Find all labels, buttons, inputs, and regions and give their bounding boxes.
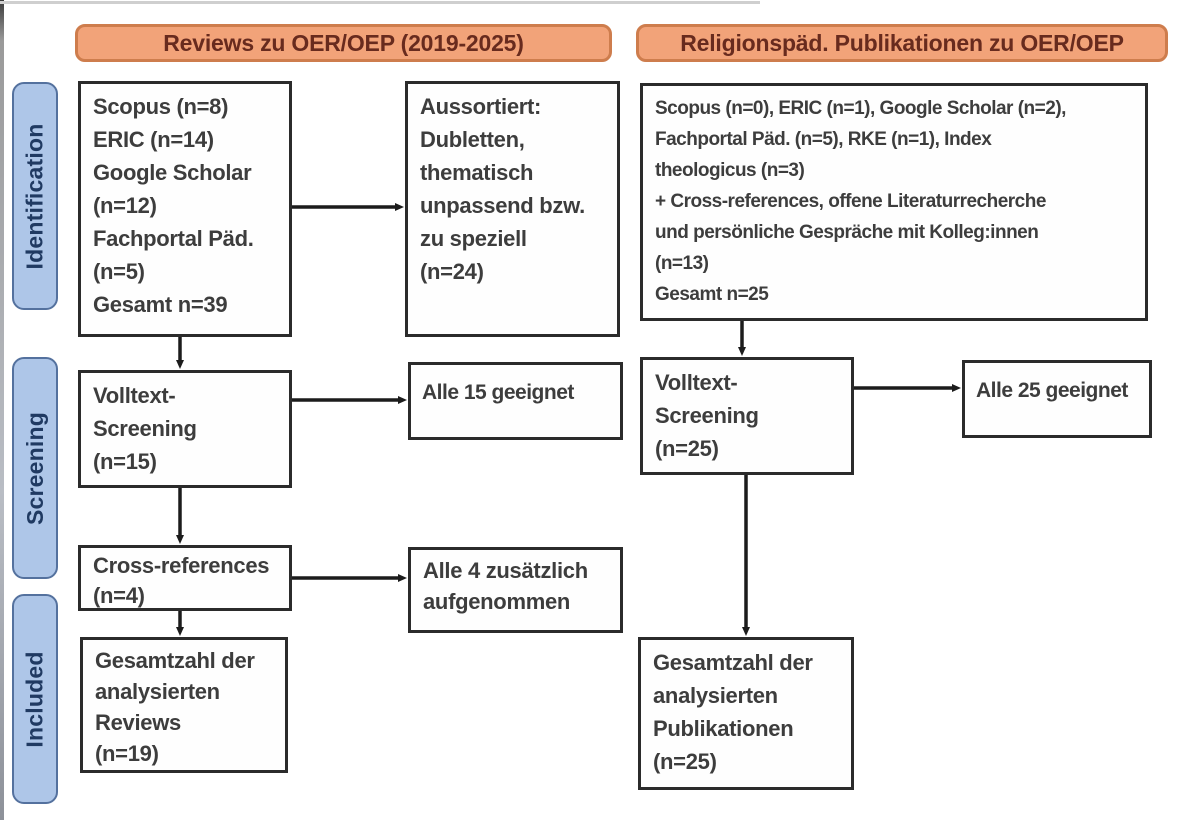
box-eligible-right-text: Alle 25 geeignet: [976, 379, 1128, 402]
box-crossref-text: Cross-references (n=4): [93, 553, 270, 608]
box-sources-left: Scopus (n=8) ERIC (n=14) Google Scholar …: [78, 81, 292, 337]
column-header-religionspaed: Religionspäd. Publikationen zu OER/OEP: [636, 24, 1168, 62]
box-sorted-out-text: Aussortiert: Dubletten, thematisch unpas…: [420, 94, 585, 284]
box-fulltext-left-text: Volltext- Screening (n=15): [93, 383, 197, 474]
box-sorted-out: Aussortiert: Dubletten, thematisch unpas…: [405, 81, 620, 337]
column-header-religionspaed-label: Religionspäd. Publikationen zu OER/OEP: [680, 29, 1124, 56]
stage-label-screening-text: Screening: [21, 411, 48, 525]
scan-edge-artifact-top: [0, 1, 760, 4]
stage-label-identification: Identification: [12, 82, 58, 310]
box-sources-left-text: Scopus (n=8) ERIC (n=14) Google Scholar …: [93, 94, 254, 317]
box-fulltext-right: Volltext- Screening (n=25): [640, 357, 854, 475]
box-added: Alle 4 zusätzlich aufgenommen: [408, 547, 623, 633]
box-crossref: Cross-references (n=4): [78, 545, 292, 611]
box-sources-right: Scopus (n=0), ERIC (n=1), Google Scholar…: [640, 83, 1148, 321]
stage-label-included-text: Included: [21, 650, 48, 748]
stage-label-screening: Screening: [12, 357, 58, 579]
stage-label-identification-text: Identification: [21, 123, 48, 269]
box-added-text: Alle 4 zusätzlich aufgenommen: [423, 558, 588, 614]
box-total-left: Gesamtzahl der analysierten Reviews (n=1…: [80, 637, 288, 773]
box-total-left-text: Gesamtzahl der analysierten Reviews (n=1…: [95, 648, 255, 766]
box-eligible-left: Alle 15 geeignet: [408, 362, 623, 440]
box-fulltext-right-text: Volltext- Screening (n=25): [655, 370, 759, 461]
stage-label-included: Included: [12, 594, 58, 804]
box-eligible-left-text: Alle 15 geeignet: [422, 381, 574, 404]
box-fulltext-left: Volltext- Screening (n=15): [78, 370, 292, 488]
box-sources-right-text: Scopus (n=0), ERIC (n=1), Google Scholar…: [655, 98, 1066, 305]
column-header-reviews: Reviews zu OER/OEP (2019-2025): [75, 24, 612, 62]
box-eligible-right: Alle 25 geeignet: [962, 360, 1152, 438]
scan-edge-artifact-left: [0, 0, 4, 820]
column-header-reviews-label: Reviews zu OER/OEP (2019-2025): [163, 29, 524, 56]
box-total-right-text: Gesamtzahl der analysierten Publikatione…: [653, 650, 813, 774]
box-total-right: Gesamtzahl der analysierten Publikatione…: [638, 637, 854, 790]
